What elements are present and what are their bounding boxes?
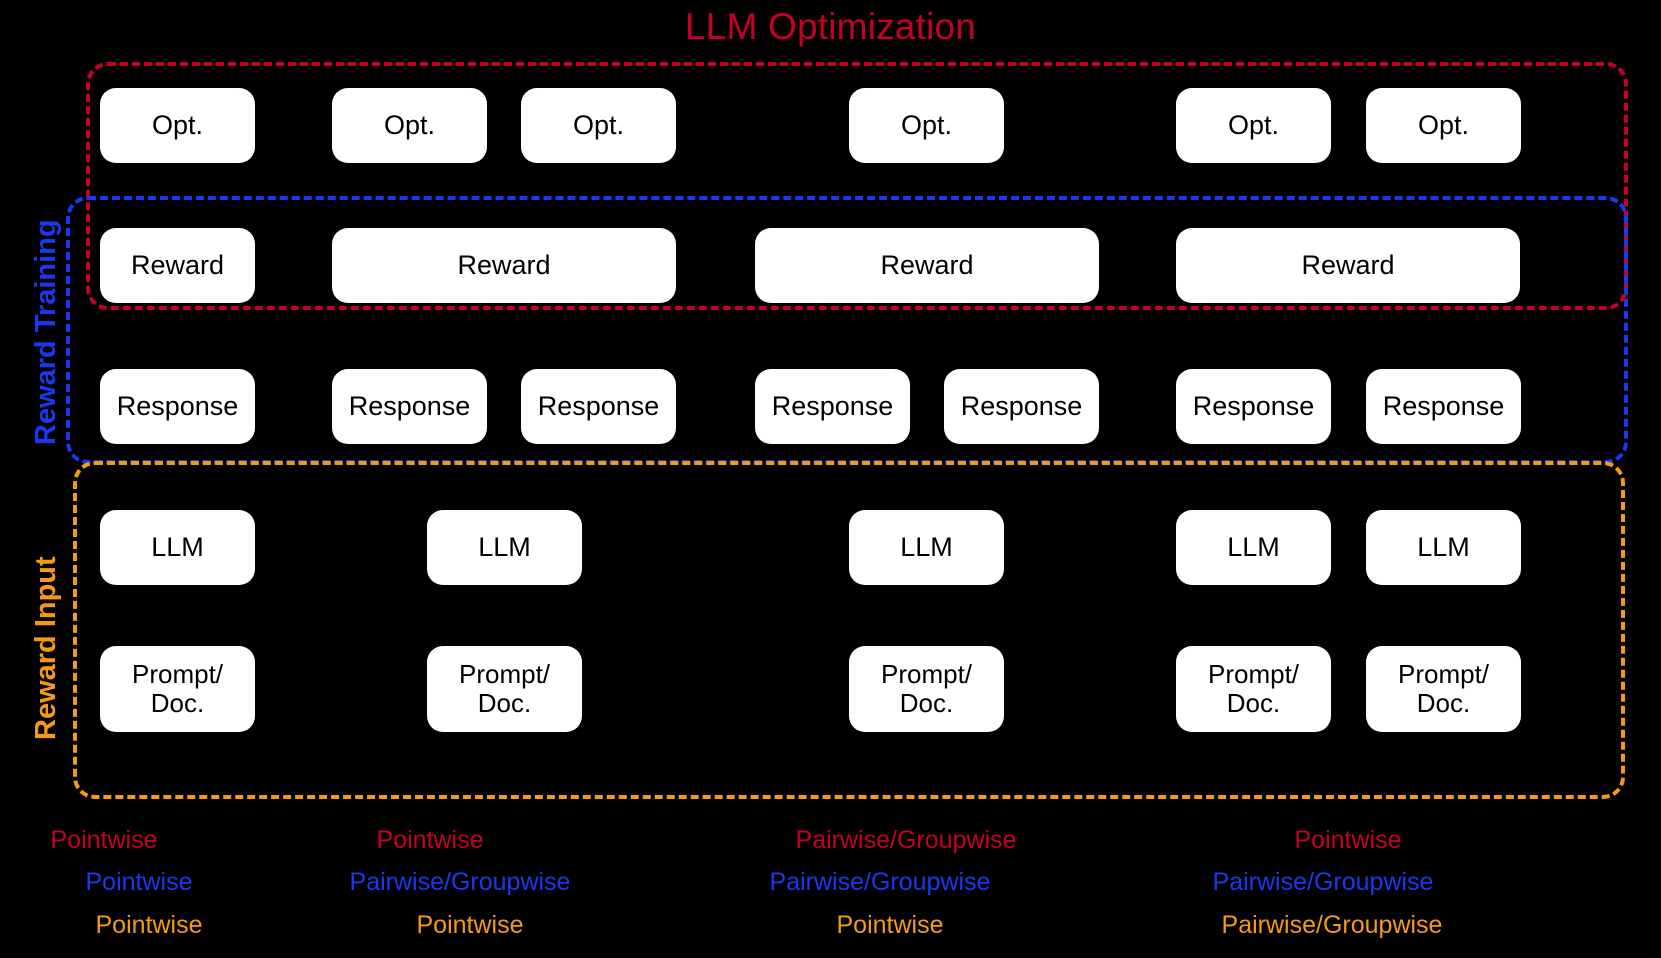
node-llm-5[interactable]: LLM [1366, 510, 1521, 585]
node-prompt-doc-line1: Prompt/ [880, 658, 973, 689]
node-opt-5[interactable]: Opt. [1176, 88, 1331, 163]
node-llm-4[interactable]: LLM [1176, 510, 1331, 585]
group-frame-llm-optimization [86, 62, 1628, 310]
node-prompt-doc-2[interactable]: Prompt/ Doc. [427, 646, 582, 732]
node-response-5[interactable]: Response [944, 369, 1099, 444]
node-opt-6[interactable]: Opt. [1366, 88, 1521, 163]
side-label-reward-training: Reward Training [30, 219, 62, 445]
node-prompt-doc-1[interactable]: Prompt/ Doc. [100, 646, 255, 732]
node-prompt-doc-line1: Prompt/ [131, 658, 224, 689]
node-llm-3[interactable]: LLM [849, 510, 1004, 585]
node-prompt-doc-line2: Doc. [1226, 688, 1281, 718]
node-prompt-doc-line1: Prompt/ [1207, 658, 1300, 689]
node-reward-4[interactable]: Reward [1176, 228, 1520, 303]
node-response-1[interactable]: Response [100, 369, 255, 444]
node-opt-1[interactable]: Opt. [100, 88, 255, 163]
side-label-reward-input: Reward Input [30, 556, 62, 740]
legend-reward-input-col4: Pairwise/Groupwise [1221, 911, 1443, 939]
node-prompt-doc-line2: Doc. [899, 688, 954, 718]
node-reward-3[interactable]: Reward [755, 228, 1099, 303]
node-llm-1[interactable]: LLM [100, 510, 255, 585]
node-prompt-doc-5[interactable]: Prompt/ Doc. [1366, 646, 1521, 732]
node-prompt-doc-line1: Prompt/ [1397, 658, 1490, 689]
legend-optimization-col1: Pointwise [50, 826, 158, 854]
node-reward-1[interactable]: Reward [100, 228, 255, 303]
node-prompt-doc-3[interactable]: Prompt/ Doc. [849, 646, 1004, 732]
node-llm-2[interactable]: LLM [427, 510, 582, 585]
node-response-7[interactable]: Response [1366, 369, 1521, 444]
node-opt-3[interactable]: Opt. [521, 88, 676, 163]
legend-reward-training-col2: Pairwise/Groupwise [349, 868, 571, 896]
node-reward-2[interactable]: Reward [332, 228, 676, 303]
node-response-3[interactable]: Response [521, 369, 676, 444]
legend-reward-training-col4: Pairwise/Groupwise [1212, 868, 1434, 896]
node-opt-2[interactable]: Opt. [332, 88, 487, 163]
node-prompt-doc-line2: Doc. [150, 688, 205, 718]
legend-reward-input-col1: Pointwise [95, 911, 203, 939]
page-title: LLM Optimization [684, 6, 977, 47]
group-frame-reward-input [73, 461, 1625, 799]
legend-optimization-col2: Pointwise [376, 826, 484, 854]
node-response-6[interactable]: Response [1176, 369, 1331, 444]
node-response-4[interactable]: Response [755, 369, 910, 444]
legend-reward-training-col3: Pairwise/Groupwise [769, 868, 991, 896]
node-response-2[interactable]: Response [332, 369, 487, 444]
node-prompt-doc-line2: Doc. [477, 688, 532, 718]
legend-reward-training-col1: Pointwise [85, 868, 193, 896]
node-prompt-doc-line1: Prompt/ [458, 658, 551, 689]
legend-reward-input-col2: Pointwise [416, 911, 524, 939]
legend-optimization-col4: Pointwise [1294, 826, 1402, 854]
node-prompt-doc-line2: Doc. [1416, 688, 1471, 718]
legend-reward-input-col3: Pointwise [836, 911, 944, 939]
node-opt-4[interactable]: Opt. [849, 88, 1004, 163]
node-prompt-doc-4[interactable]: Prompt/ Doc. [1176, 646, 1331, 732]
legend-optimization-col3: Pairwise/Groupwise [795, 826, 1017, 854]
